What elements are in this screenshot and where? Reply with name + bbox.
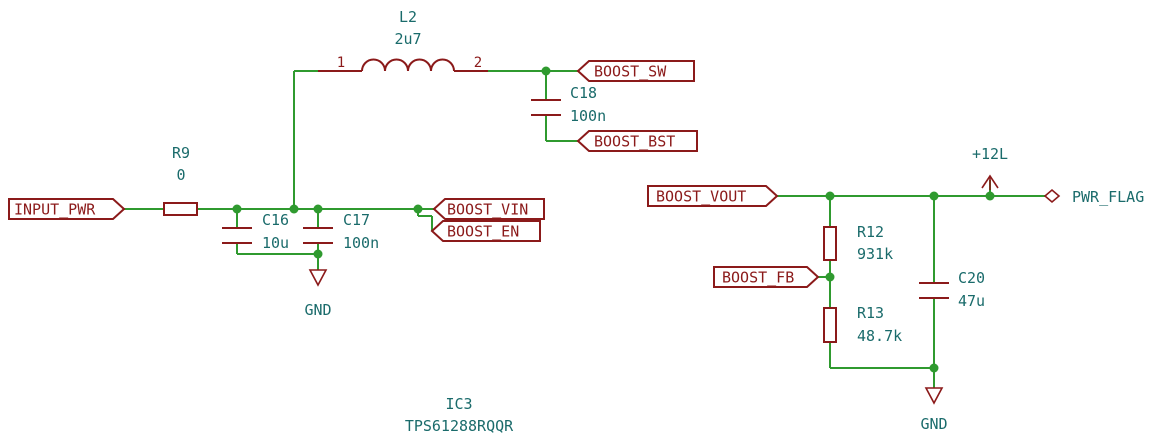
junction-dot xyxy=(232,204,242,214)
resistor-r13[interactable]: R13 48.7k xyxy=(823,304,902,345)
c20-value: 47u xyxy=(958,292,985,310)
boost-bst-text: BOOST_BST xyxy=(594,133,675,151)
junction-dot xyxy=(929,191,939,201)
flag-diamond-icon xyxy=(1043,188,1061,204)
ic3-ref: IC3 xyxy=(445,395,472,413)
r13-ref: R13 xyxy=(857,304,884,322)
l2-value: 2u7 xyxy=(394,30,421,48)
boost-sw-text: BOOST_SW xyxy=(594,63,667,81)
r12-value: 931k xyxy=(857,245,893,263)
resistor-r9[interactable]: R9 0 xyxy=(163,144,198,216)
label-boost-bst[interactable]: BOOST_BST xyxy=(576,130,698,152)
capacitor-c16[interactable]: C16 10u xyxy=(222,211,289,252)
pwr-flag-label: PWR_FLAG xyxy=(1072,188,1144,206)
power-symbol-12l[interactable]: +12L xyxy=(972,145,1008,190)
ic3-designator[interactable]: IC3 TPS61288RQQR xyxy=(405,395,514,433)
r13-value: 48.7k xyxy=(857,327,902,345)
boost-fb-text: BOOST_FB xyxy=(722,269,794,287)
r12-ref: R12 xyxy=(857,223,884,241)
gnd-left-label: GND xyxy=(304,301,331,319)
l2-ref: L2 xyxy=(399,8,417,26)
boost-vin-text: BOOST_VIN xyxy=(447,201,528,219)
junction-dot xyxy=(825,272,835,282)
input-pwr-text: INPUT_PWR xyxy=(14,201,96,219)
ic3-value: TPS61288RQQR xyxy=(405,417,514,433)
label-boost-sw[interactable]: BOOST_SW xyxy=(576,60,695,82)
junction-dot xyxy=(541,66,551,76)
l2-pin1-label: 1 xyxy=(337,55,345,71)
junction-dot xyxy=(929,363,939,373)
c18-value: 100n xyxy=(570,107,606,125)
c17-value: 100n xyxy=(343,234,379,252)
boost-vout-text: BOOST_VOUT xyxy=(656,188,746,206)
label-boost-en[interactable]: BOOST_EN xyxy=(430,220,541,242)
junction-dot xyxy=(985,191,995,201)
label-boost-vin[interactable]: BOOST_VIN xyxy=(432,198,545,220)
c17-ref: C17 xyxy=(343,211,370,229)
l2-pin2-label: 2 xyxy=(474,55,482,71)
inductor-l2[interactable]: L2 2u7 1 2 xyxy=(318,8,488,72)
label-input-pwr[interactable]: INPUT_PWR xyxy=(8,198,126,220)
ground-symbol-right[interactable]: GND xyxy=(920,387,948,433)
boost-en-text: BOOST_EN xyxy=(447,223,519,241)
junction-dot xyxy=(413,204,423,214)
v12-label: +12L xyxy=(972,145,1008,163)
junction-dot xyxy=(313,249,323,259)
junction-dot xyxy=(313,204,323,214)
junction-dot xyxy=(289,204,299,214)
pwr-flag[interactable]: PWR_FLAG xyxy=(1043,188,1144,206)
label-boost-fb[interactable]: BOOST_FB xyxy=(713,266,820,288)
ground-symbol-left[interactable]: GND xyxy=(304,269,332,319)
capacitor-c17[interactable]: C17 100n xyxy=(303,211,379,252)
junctions xyxy=(232,66,995,373)
ground-icon xyxy=(308,269,328,287)
c16-value: 10u xyxy=(262,234,289,252)
label-boost-vout[interactable]: BOOST_VOUT xyxy=(647,185,779,207)
c20-ref: C20 xyxy=(958,269,985,287)
ground-icon xyxy=(924,387,944,405)
gnd-right-label: GND xyxy=(920,415,947,433)
c16-ref: C16 xyxy=(262,211,289,229)
capacitor-c20[interactable]: C20 47u xyxy=(919,269,985,310)
capacitor-c18[interactable]: C18 100n xyxy=(531,84,606,125)
junction-dot xyxy=(825,191,835,201)
resistor-r12[interactable]: R12 931k xyxy=(823,223,893,263)
r9-ref: R9 xyxy=(172,144,190,162)
c18-ref: C18 xyxy=(570,84,597,102)
r9-value: 0 xyxy=(176,166,185,184)
